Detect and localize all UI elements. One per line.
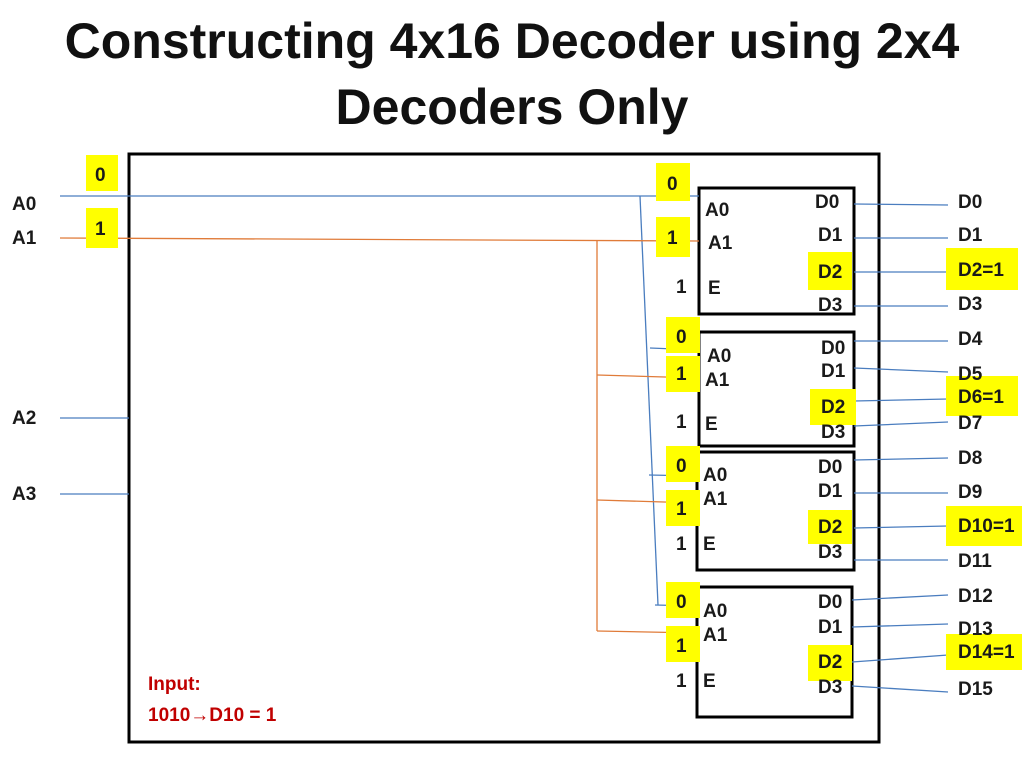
decoder-3: 0 1 1 A0 A1 E D0 D1 D2 D3 [676,456,843,563]
input-label-a2: A2 [12,408,36,429]
decoder-2-enable-value: 1 [676,412,687,433]
decoder-1-out-3: D3 [818,295,842,316]
input-label-a3: A3 [12,484,36,505]
decoder-1-enable-value: 1 [676,277,687,298]
decoder-2-a1-label: A1 [705,370,730,391]
decoder-1-a1-value: 1 [667,228,678,249]
title-line-2: Decoders Only [335,79,689,135]
decoder-3-enable-value: 1 [676,534,687,555]
output-label: D7 [958,413,982,434]
decoder-4-a0-label: A0 [703,601,727,622]
decoder-3-out-0: D0 [818,457,842,478]
decoder-4-a1-value: 1 [676,636,687,657]
decoder-2-enable-label: E [705,414,718,435]
output-label: D4 [958,329,983,350]
decoder-2-a1-value: 1 [676,364,687,385]
output-labels: D0 D1 D2=1 D3 D4 D5 D6=1 D7 D8 D9 D10=1 … [958,192,1015,700]
decoder-3-a0-label: A0 [703,465,727,486]
decoder-1-a0-value: 0 [667,174,678,195]
decoder-3-a1-value: 1 [676,499,687,520]
decoder-4-out-0: D0 [818,592,842,613]
decoder-2-out-0: D0 [821,338,845,359]
output-label: D8 [958,448,982,469]
output-label: D5 [958,364,983,385]
decoder-4-out-2: D2 [818,652,842,673]
title-line-1: Constructing 4x16 Decoder using 2x4 [64,13,960,69]
input-value-a1: 1 [95,219,106,240]
decoder-1-a0-label: A0 [705,200,729,221]
output-label: D10=1 [958,516,1015,537]
decoder-2-out-3: D3 [821,422,845,443]
decoder-2-out-1: D1 [821,361,846,382]
input-label-a0: A0 [12,194,36,215]
output-label: D3 [958,294,982,315]
decoder-4-enable-value: 1 [676,671,687,692]
input-note-label: Input: [148,674,201,695]
output-wires [851,203,949,693]
decoder-4-out-3: D3 [818,677,842,698]
decoder-4-a0-value: 0 [676,592,687,613]
output-label: D2=1 [958,260,1004,281]
output-label: D13 [958,619,993,640]
decoder-1-out-0: D0 [815,192,839,213]
decoder-3-a0-value: 0 [676,456,687,477]
input-label-a1: A1 [12,228,37,249]
output-label: D12 [958,586,993,607]
decoder-3-out-2: D2 [818,517,842,538]
decoder-3-a1-label: A1 [703,489,728,510]
slide-title: Constructing 4x16 Decoder using 2x4 Deco… [0,8,1024,140]
input-value-a0: 0 [95,165,106,186]
decoder-2-out-2: D2 [821,397,845,418]
a0-wire [60,195,700,607]
decoder-box-1 [697,186,856,316]
decoder-1-out-2: D2 [818,262,842,283]
decoder-1-enable-label: E [708,278,721,299]
decoder-4-out-1: D1 [818,617,843,638]
decoder-1: 0 1 1 A0 A1 E D0 D1 D2 D3 [667,174,843,316]
decoder-4: 0 1 1 A0 A1 E D0 D1 D2 D3 [676,592,843,698]
input-note-result: 1010→D10 = 1 [148,705,277,726]
output-label: D1 [958,225,983,246]
decoder-4-enable-label: E [703,671,716,692]
output-label: D11 [958,551,992,572]
decoder-1-a1-label: A1 [708,233,733,254]
decoder-3-enable-label: E [703,534,716,555]
decoder-3-out-1: D1 [818,481,843,502]
arrow-icon: → [190,705,209,726]
highlights [86,155,1022,681]
decoder-2-a0-value: 0 [676,327,687,348]
output-label: D6=1 [958,387,1004,408]
decoder-3-out-3: D3 [818,542,842,563]
output-label: D15 [958,679,993,700]
output-label: D14=1 [958,642,1015,663]
outer-decoder-box [127,152,881,744]
a1-wire [59,237,700,634]
output-label: D0 [958,192,982,213]
decoder-2-a0-label: A0 [707,346,731,367]
output-label: D9 [958,482,982,503]
decoder-1-out-1: D1 [818,225,843,246]
decoder-4-a1-label: A1 [703,625,728,646]
decoder-2: 0 1 1 A0 A1 E D0 D1 D2 D3 [676,327,846,443]
